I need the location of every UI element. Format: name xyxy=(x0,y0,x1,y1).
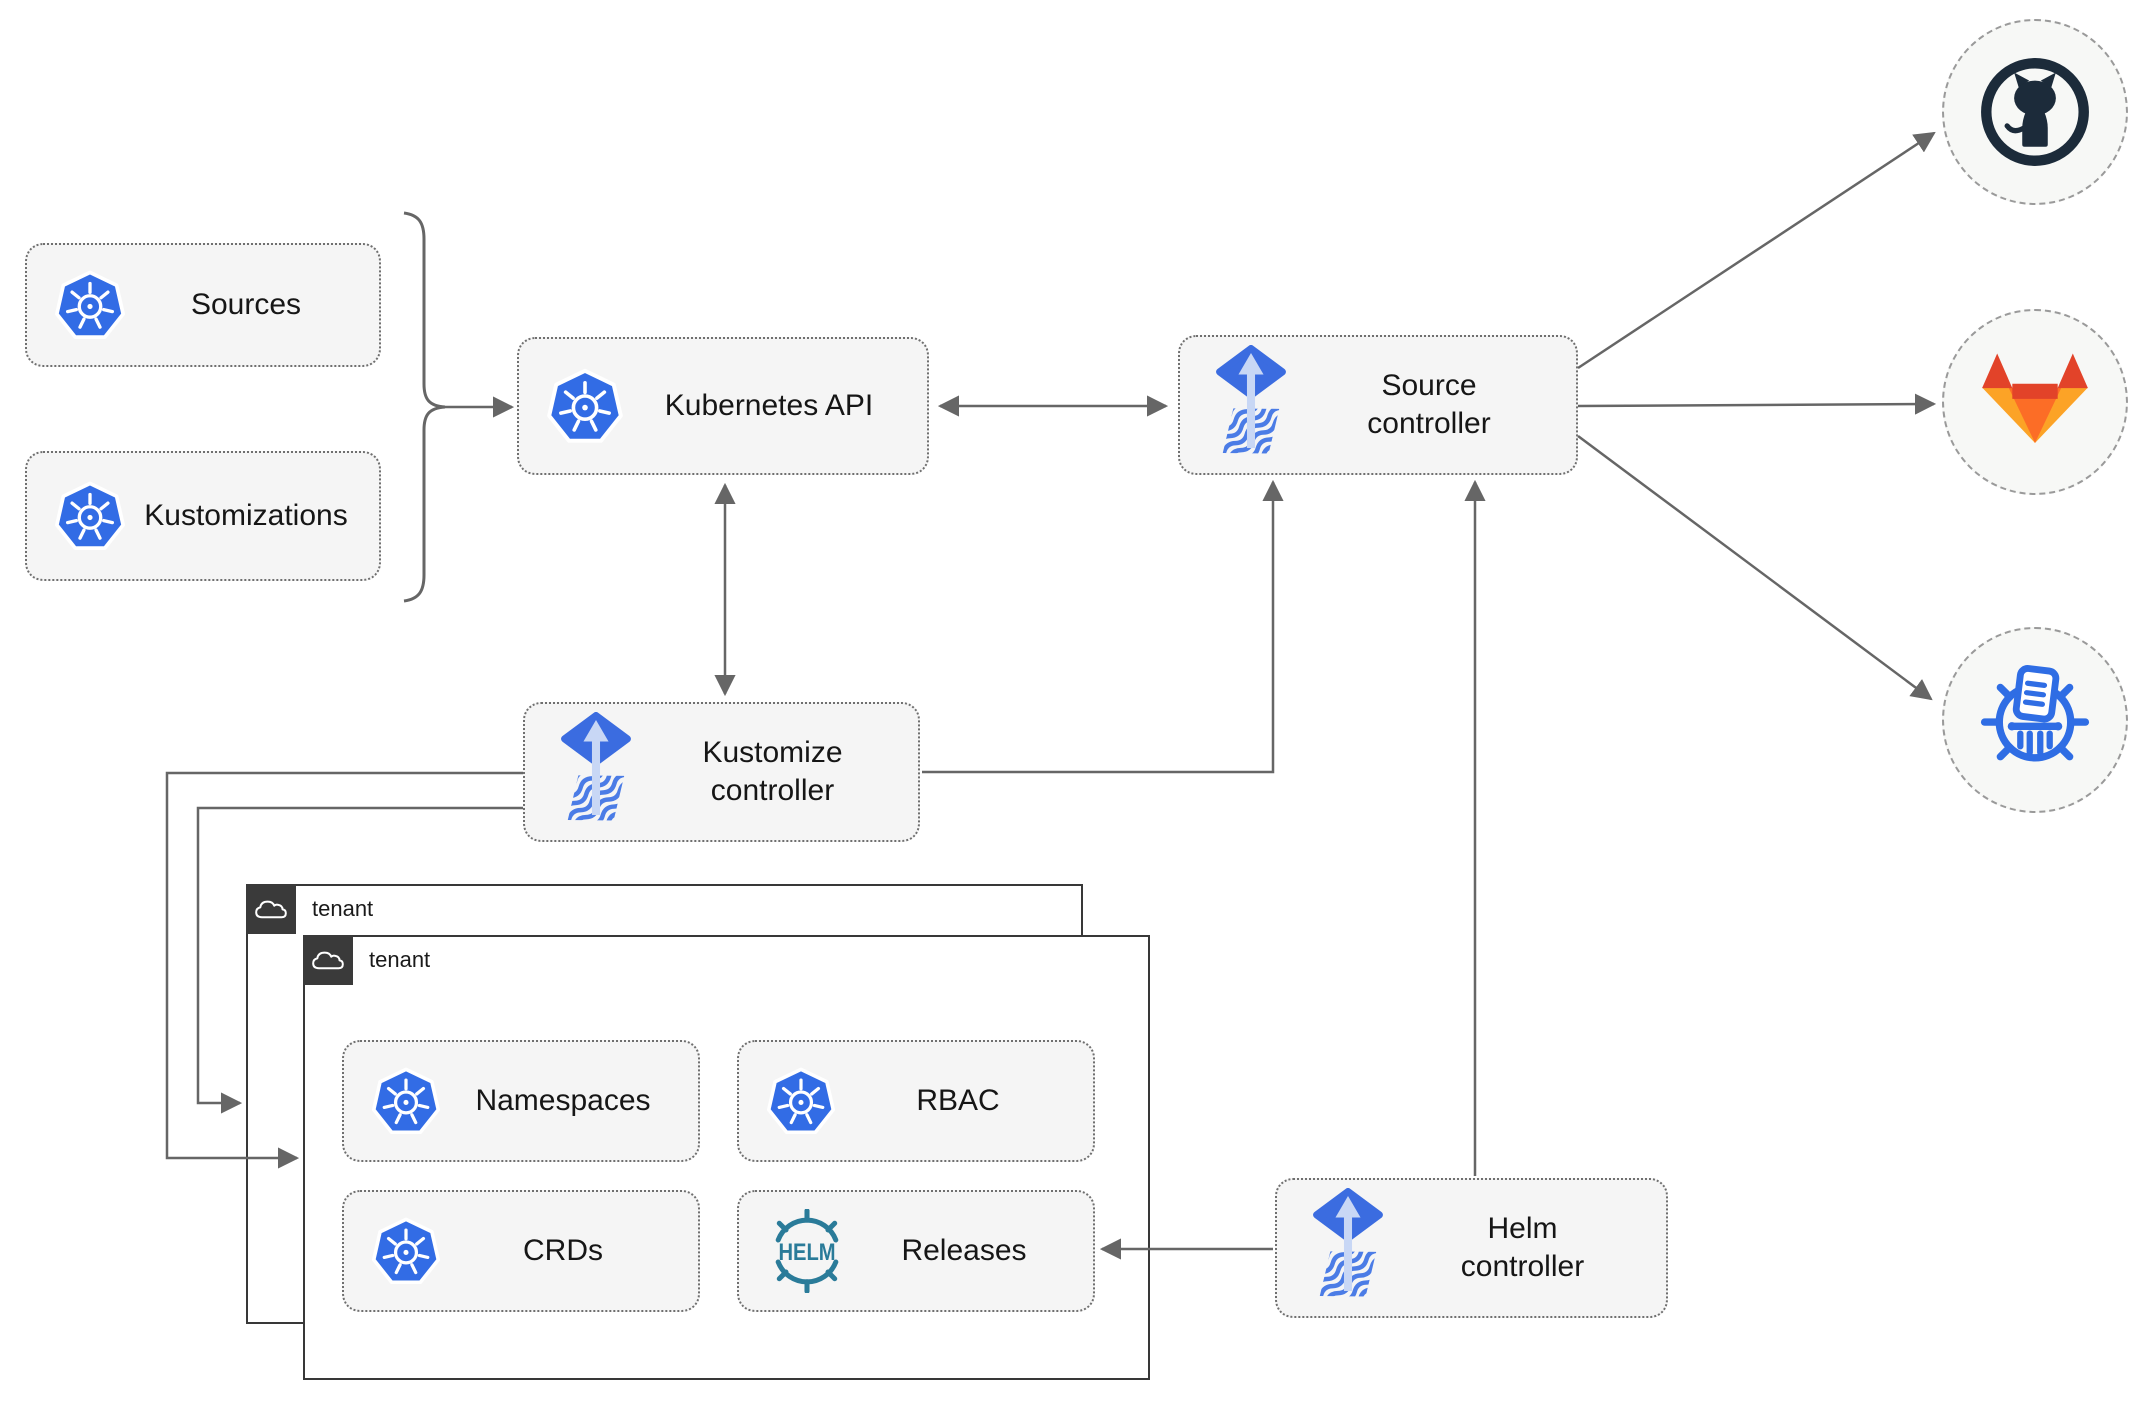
edge-source-controller-to-gitlab xyxy=(1577,393,1937,415)
tenant-label: tenant xyxy=(369,947,431,972)
target-github xyxy=(1942,19,2128,205)
node-kubernetes-api: Kubernetes API xyxy=(517,337,929,475)
edge-kustomize-controller-to-source-controller xyxy=(922,479,1284,774)
github-icon xyxy=(1977,54,2093,170)
kubernetes-icon xyxy=(765,1065,837,1137)
flux-icon xyxy=(551,712,641,832)
node-source-controller-label: Source controller xyxy=(1296,367,1576,443)
node-namespaces-label: Namespaces xyxy=(475,1084,651,1117)
label-line: Helm xyxy=(1487,1212,1558,1245)
kubernetes-icon xyxy=(53,268,127,342)
helm-icon xyxy=(765,1209,849,1293)
label-line: controller xyxy=(1367,407,1491,440)
label-line: controller xyxy=(1460,1250,1585,1283)
node-releases: Releases xyxy=(737,1190,1095,1312)
edge-source-controller-to-helm-repository xyxy=(1577,434,1933,701)
flux-icon xyxy=(1303,1188,1393,1308)
tenant-header xyxy=(303,935,353,985)
node-releases-label: Releases xyxy=(901,1234,1027,1267)
target-gitlab xyxy=(1942,309,2128,495)
node-sources-label: Sources xyxy=(190,288,302,321)
node-source-controller: Source controller xyxy=(1178,335,1578,475)
tenant-header xyxy=(246,884,296,934)
node-namespaces: Namespaces xyxy=(342,1040,700,1162)
node-helm-controller-label: Helm controller xyxy=(1393,1210,1666,1286)
cloud-icon xyxy=(308,946,348,974)
node-kustomizations: Kustomizations xyxy=(25,451,381,581)
label-line: Source xyxy=(1381,369,1477,402)
label-line: controller xyxy=(710,774,835,807)
tenant-label: tenant xyxy=(312,896,374,921)
node-kustomize-controller: Kustomize controller xyxy=(523,702,920,842)
node-crds: CRDs xyxy=(342,1190,700,1312)
kubernetes-icon xyxy=(370,1065,442,1137)
edge-brace-sources-kustomizations xyxy=(403,211,446,603)
node-rbac: RBAC xyxy=(737,1040,1095,1162)
node-rbac-label: RBAC xyxy=(916,1084,1000,1117)
node-crds-label: CRDs xyxy=(523,1234,603,1267)
edge-source-controller-to-github xyxy=(1577,131,1936,370)
node-kustomize-controller-label: Kustomize controller xyxy=(641,734,918,810)
target-helm-repository xyxy=(1942,627,2128,813)
kubernetes-icon xyxy=(53,479,127,553)
flux-icon xyxy=(1206,345,1296,465)
node-sources: Sources xyxy=(25,243,381,367)
kubernetes-icon xyxy=(545,366,625,446)
node-kustomizations-label: Kustomizations xyxy=(144,499,348,532)
node-kubernetes-api-label: Kubernetes API xyxy=(664,389,874,422)
node-helm-controller: Helm controller xyxy=(1275,1178,1668,1318)
cloud-icon xyxy=(251,895,291,923)
label-line: Kustomize xyxy=(702,736,843,769)
gitlab-icon xyxy=(1972,348,2098,456)
chartmuseum-icon xyxy=(1972,657,2098,783)
kubernetes-icon xyxy=(370,1215,442,1287)
